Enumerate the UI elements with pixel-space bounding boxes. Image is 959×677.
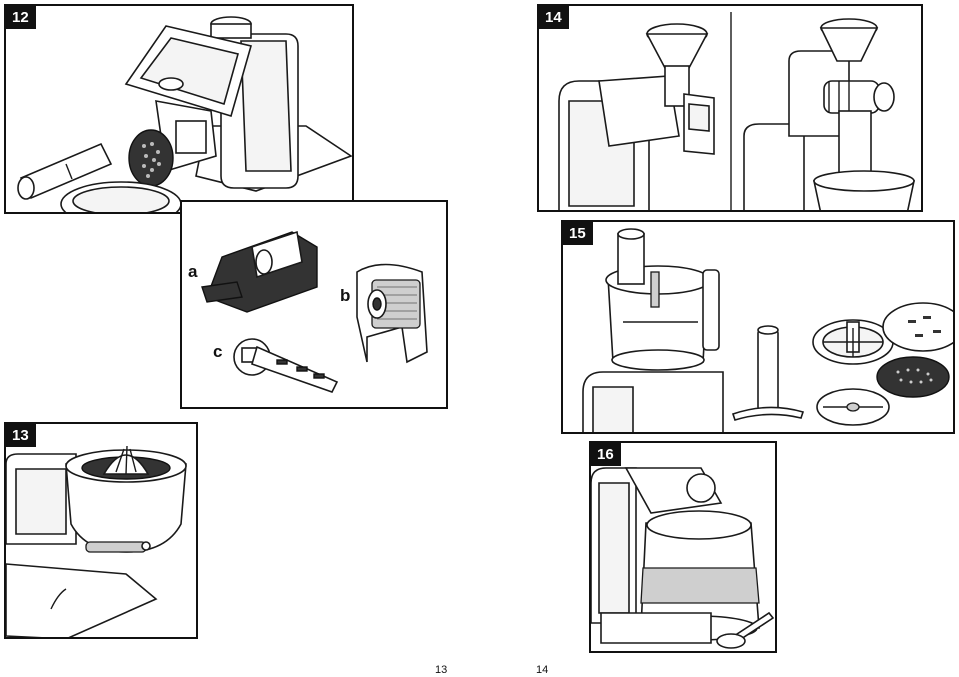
- panel-number-13: 13: [6, 424, 36, 447]
- panel-12: 12: [4, 4, 354, 214]
- accessory-label-a: a: [188, 262, 198, 281]
- panel-15: 15: [561, 220, 955, 434]
- panel-13: 13: [4, 422, 198, 639]
- grinder-accessories-illustration: [201, 230, 428, 393]
- panel-number-16: 16: [591, 443, 621, 466]
- panel-number-12: 12: [6, 6, 36, 29]
- panel-number-14: 14: [539, 6, 569, 29]
- juicer-attachment-illustration: [558, 12, 915, 210]
- page-number-left: 13: [435, 664, 448, 676]
- page-number-right: 14: [536, 664, 549, 676]
- blender-attachment-illustration: [591, 467, 775, 649]
- panel-number-15: 15: [563, 222, 593, 245]
- panel-12-accessories: a b c: [180, 200, 448, 409]
- citrus-press-illustration: [6, 445, 187, 637]
- accessory-label-b: b: [340, 286, 351, 305]
- panel-16: 16: [589, 441, 777, 653]
- accessory-label-c: c: [213, 342, 223, 361]
- panel-14: 14: [537, 4, 923, 212]
- food-processor-accessories-illustration: [582, 228, 953, 432]
- meat-grinder-illustration: [17, 16, 352, 212]
